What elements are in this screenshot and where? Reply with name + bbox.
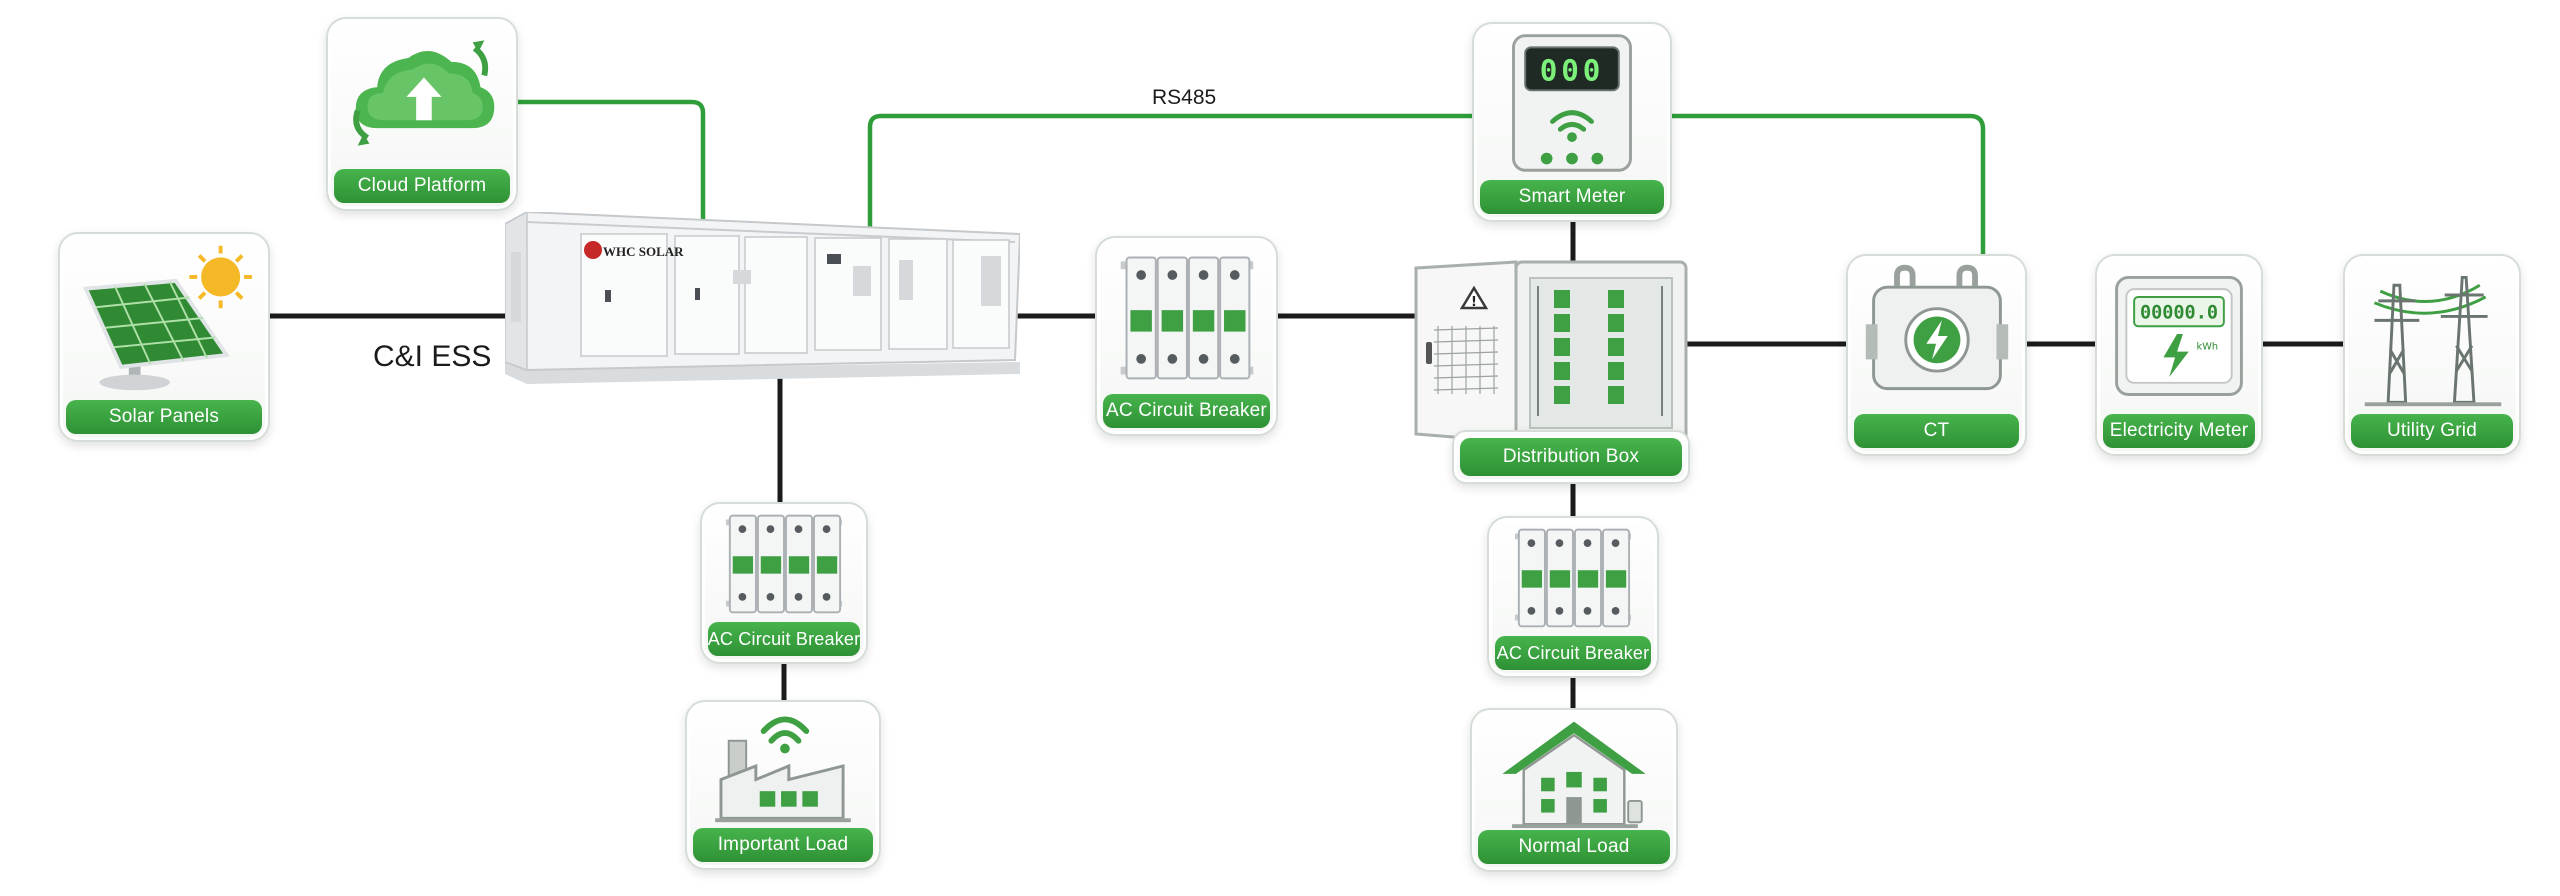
ac-breaker-main-node[interactable]: AC Circuit Breaker	[1095, 236, 1278, 436]
ess-brand-label: WHC SOLAR	[603, 244, 684, 259]
ess-container-icon: WHC SOLAR	[505, 212, 1020, 384]
ac-breaker-normal-node[interactable]: AC Circuit Breaker	[1487, 516, 1659, 678]
solar-panels-node[interactable]: Solar Panels	[58, 232, 270, 442]
ess-container[interactable]: WHC SOLAR	[505, 212, 1020, 384]
cloud-sync-icon	[353, 40, 495, 146]
comm-smartmeter-to-ct	[1672, 113, 1986, 254]
electricity-meter-display: 00000.0	[2140, 302, 2218, 323]
electricity-meter-icon: 00000.0 kWh	[2115, 275, 2243, 396]
smart-meter-icon: 000	[1512, 34, 1632, 172]
svg-text:!: !	[1471, 295, 1477, 310]
circuit-breaker-icon	[725, 514, 843, 614]
distribution-box-node[interactable]: Distribution Box	[1452, 430, 1690, 484]
electricity-meter-node[interactable]: 00000.0 kWh Electricity Meter	[2095, 254, 2263, 456]
ac-breaker-important-node[interactable]: AC Circuit Breaker	[700, 502, 868, 664]
important-load-node[interactable]: Important Load	[685, 700, 881, 870]
distribution-box-illustration: !	[1412, 256, 1692, 446]
ac-breaker-important-label: AC Circuit Breaker	[708, 622, 860, 656]
ac-breaker-main-label: AC Circuit Breaker	[1103, 394, 1270, 428]
ac-breaker-normal-label: AC Circuit Breaker	[1495, 636, 1651, 670]
normal-load-node[interactable]: Normal Load	[1470, 708, 1678, 872]
important-load-label: Important Load	[693, 828, 873, 862]
electricity-meter-unit: kWh	[2197, 342, 2218, 353]
cloud-platform-node[interactable]: Cloud Platform	[326, 17, 518, 211]
distribution-box-icon: !	[1414, 260, 1688, 444]
smart-meter-display: 000	[1540, 54, 1605, 88]
system-label: C&I ESS	[373, 340, 492, 373]
comm-cloud-to-ess	[518, 99, 706, 232]
ct-label: CT	[1854, 414, 2019, 448]
solar-panel-icon	[82, 245, 252, 391]
factory-icon	[715, 716, 851, 823]
normal-load-label: Normal Load	[1478, 830, 1670, 864]
house-icon	[1502, 721, 1646, 829]
solar-panels-label: Solar Panels	[66, 400, 262, 434]
transmission-tower-icon	[2364, 275, 2502, 407]
smart-meter-node[interactable]: 000 Smart Meter	[1472, 22, 1672, 222]
rs485-label: RS485	[1152, 86, 1217, 109]
comm-rs485-ess-to-smartmeter	[867, 113, 1472, 244]
smart-meter-label: Smart Meter	[1480, 180, 1664, 214]
distribution-box-label: Distribution Box	[1460, 438, 1682, 476]
circuit-breaker-icon	[1514, 528, 1632, 628]
electricity-meter-label: Electricity Meter	[2103, 414, 2255, 448]
circuit-breaker-icon	[1120, 256, 1254, 380]
utility-grid-node[interactable]: Utility Grid	[2343, 254, 2521, 456]
ct-node[interactable]: CT	[1846, 254, 2027, 456]
cloud-platform-label: Cloud Platform	[334, 169, 510, 203]
current-transformer-icon	[1865, 264, 2009, 391]
utility-grid-label: Utility Grid	[2351, 414, 2513, 448]
